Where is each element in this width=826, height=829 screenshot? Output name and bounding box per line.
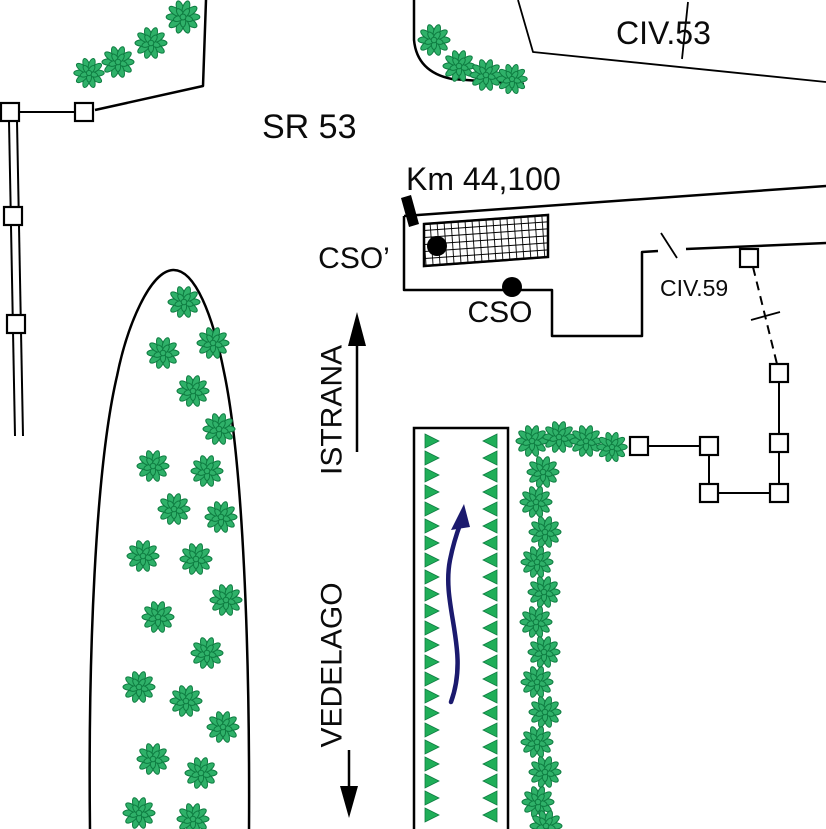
label-civ53: CIV.53 <box>616 15 711 51</box>
bush-icon <box>165 0 201 35</box>
survey-marker-square-icon <box>73 101 95 123</box>
direction-vedelago: VEDELAGO <box>316 582 358 818</box>
map-labels: CIV.53 SR 53 Km 44,100 CSO’ CSO CIV.59 <box>262 15 728 329</box>
cso-point <box>502 277 522 297</box>
building-civ53-edge <box>681 1 689 60</box>
bush-icon <box>469 58 503 92</box>
boundary-tick-mark <box>750 311 781 321</box>
direction-label-vedelago: VEDELAGO <box>316 582 349 747</box>
boundary-tick-mark <box>660 232 678 259</box>
direction-label-istrana: ISTRANA <box>316 345 349 475</box>
arrow-down-head-icon <box>340 786 358 818</box>
bush-icon <box>519 605 553 639</box>
survey-marker-square-icon <box>0 101 21 123</box>
direction-istrana: ISTRANA <box>316 312 366 475</box>
label-sr53: SR 53 <box>262 108 357 146</box>
label-cso: CSO <box>467 296 532 329</box>
left-fence <box>0 101 95 437</box>
bush-icon <box>526 455 560 489</box>
survey-marker-square-icon <box>628 435 650 457</box>
bush-icon <box>73 57 105 89</box>
label-civ59: CIV.59 <box>660 275 728 301</box>
bush-icon <box>519 485 553 519</box>
bush-icon <box>528 695 562 729</box>
curved-arrow-up-icon <box>445 519 464 705</box>
bush-icon <box>417 23 451 57</box>
road-bottom-edge-with-recess <box>402 216 659 338</box>
bush-icon <box>515 424 549 458</box>
survey-marker-square-icon <box>698 482 720 504</box>
top-left-boundary-line <box>94 0 208 112</box>
culvert-hatched-area <box>423 213 549 268</box>
hedge-strip <box>412 426 510 829</box>
survey-marker-square-icon <box>5 313 27 335</box>
bush-icon <box>496 63 528 95</box>
bush-icon <box>101 45 135 79</box>
road-structure <box>401 184 826 338</box>
label-km-44100: Km 44,100 <box>406 161 561 197</box>
survey-marker-square-icon <box>698 435 720 457</box>
cso-prime-point <box>427 236 447 256</box>
bush-icon <box>520 665 554 699</box>
bush-icon <box>527 635 561 669</box>
building-civ53-outline <box>517 0 826 83</box>
survey-marker-square-icon <box>768 362 790 384</box>
km-post-icon <box>401 195 419 227</box>
hedge-strip-outline <box>412 426 510 829</box>
survey-marker-square-icon <box>738 247 760 269</box>
bush-icon <box>542 420 576 454</box>
label-cso-prime: CSO’ <box>318 242 390 275</box>
arrow-up-head-icon <box>348 312 366 346</box>
fence-line-outer <box>8 120 16 437</box>
field-boundaries <box>94 0 826 112</box>
road-top-edge-line <box>403 184 826 218</box>
bush-icon <box>527 575 561 609</box>
top-middle-curb-line <box>412 0 525 86</box>
bush-icon <box>596 431 628 463</box>
survey-marker-chain <box>628 247 790 504</box>
survey-marker-square-icon <box>2 205 24 227</box>
bush-icon <box>569 424 603 458</box>
survey-marker-square-icon <box>768 482 790 504</box>
bush-icon <box>520 725 554 759</box>
bush-icon <box>528 755 562 789</box>
survey-marker-square-icon <box>768 432 790 454</box>
fence-line-inner <box>16 120 24 437</box>
curved-arrow-up-head-icon <box>451 504 470 530</box>
bush-icon <box>528 515 562 549</box>
bush-icon <box>134 26 168 60</box>
bush-icon <box>520 545 554 579</box>
road-edge-right-segment <box>685 241 826 251</box>
